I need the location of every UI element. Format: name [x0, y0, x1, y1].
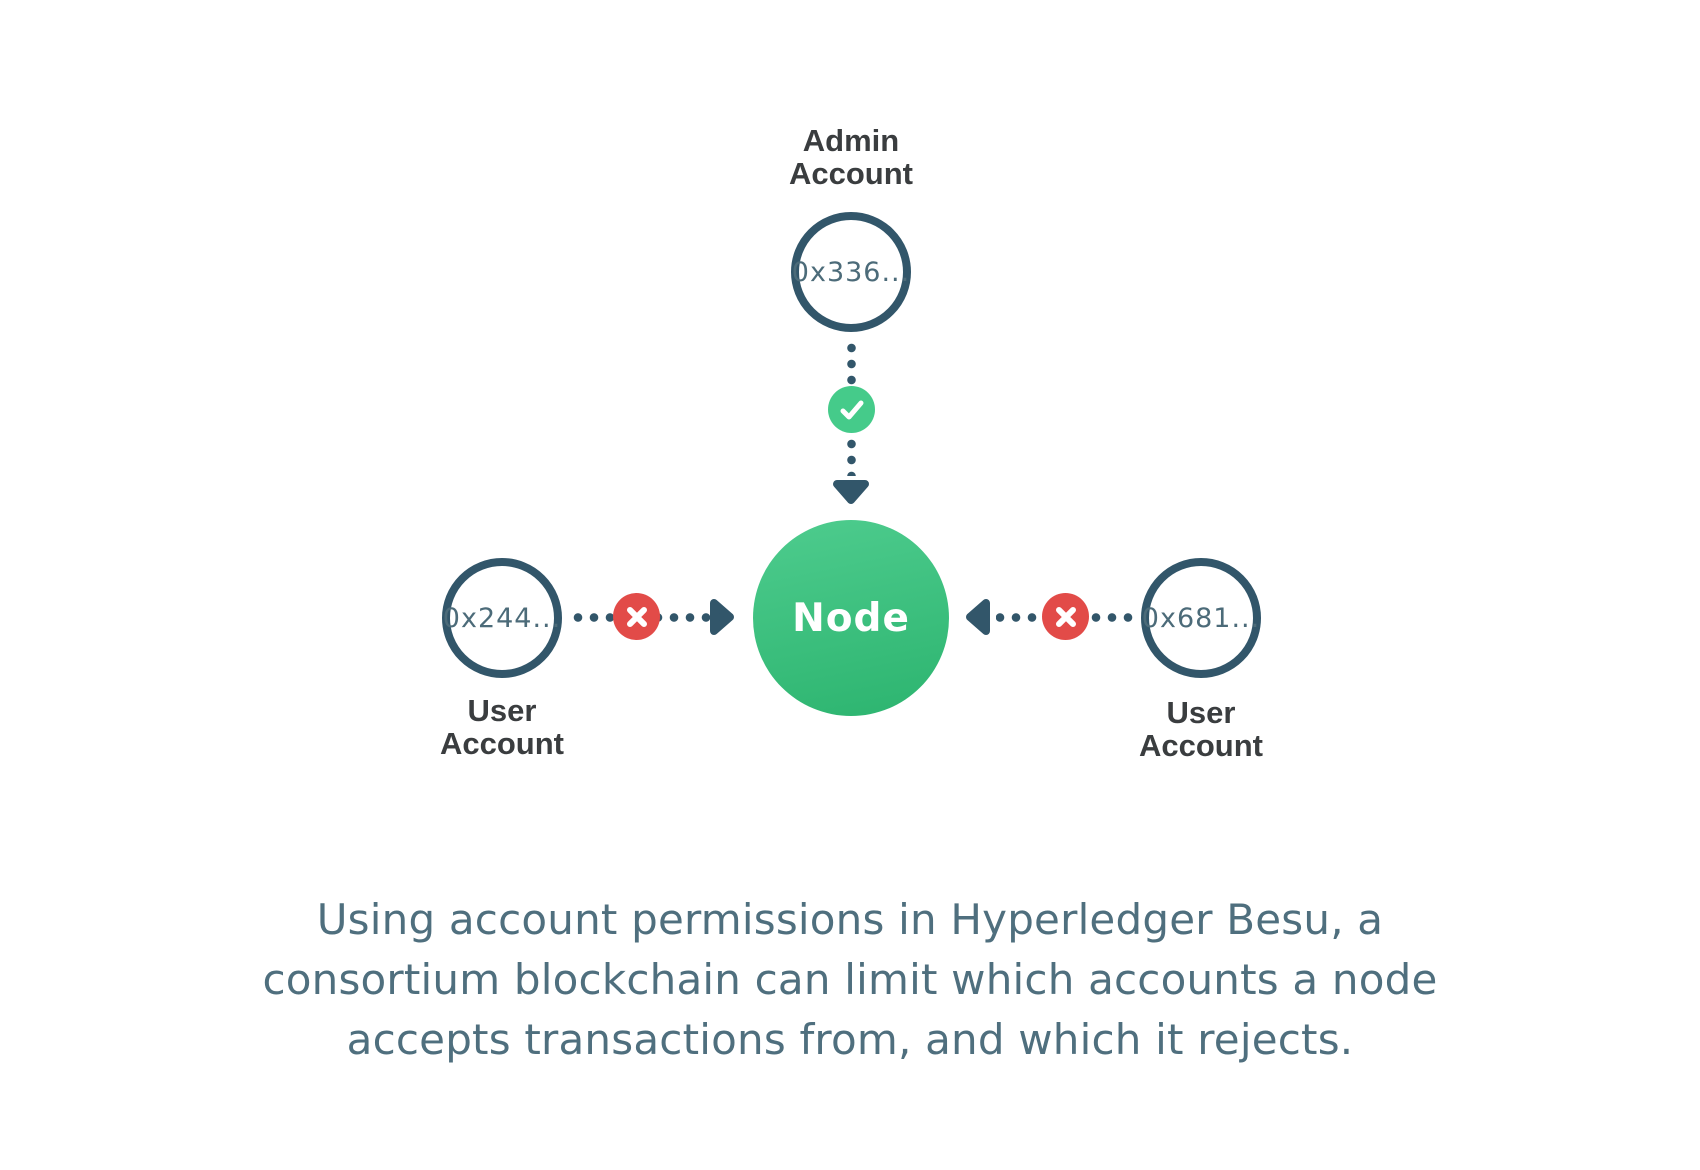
- admin-account-label-line1: Admin: [802, 123, 900, 158]
- right-user-account-label: User Account: [1071, 696, 1331, 762]
- caption-line: Using account permissions in Hyperledger…: [316, 895, 1384, 944]
- caption: Using account permissions in Hyperledger…: [0, 890, 1700, 1070]
- arrow-right-icon: [710, 599, 734, 635]
- node-label: Node: [792, 595, 910, 641]
- admin-account-label: Admin Account: [721, 124, 981, 190]
- right-user-account-label-line2: Account: [1139, 728, 1263, 763]
- right-user-account-circle: 0x681...: [1141, 558, 1261, 678]
- x-icon: [626, 606, 647, 627]
- left-user-account-address: 0x244...: [442, 602, 562, 634]
- left-deny-badge: [613, 593, 660, 640]
- admin-account-address: 0x336...: [791, 256, 911, 288]
- caption-line: accepts transactions from, and which it …: [346, 1015, 1354, 1064]
- right-user-account-label-line1: User: [1166, 695, 1236, 730]
- right-deny-badge: [1042, 593, 1089, 640]
- left-user-account-label: User Account: [372, 694, 632, 760]
- arrow-left-icon: [966, 599, 990, 635]
- right-user-account-address: 0x681...: [1141, 602, 1261, 634]
- admin-account-circle: 0x336...: [791, 212, 911, 332]
- left-user-account-label-line1: User: [467, 693, 537, 728]
- check-icon: [840, 400, 863, 419]
- x-icon: [1055, 606, 1076, 627]
- caption-line: consortium blockchain can limit which ac…: [262, 955, 1438, 1004]
- left-user-account-label-line2: Account: [440, 726, 564, 761]
- arrow-down-icon: [833, 480, 869, 504]
- left-user-account-circle: 0x244...: [442, 558, 562, 678]
- allow-badge: [828, 386, 875, 433]
- node-circle: Node: [753, 520, 949, 716]
- admin-account-label-line2: Account: [789, 156, 913, 191]
